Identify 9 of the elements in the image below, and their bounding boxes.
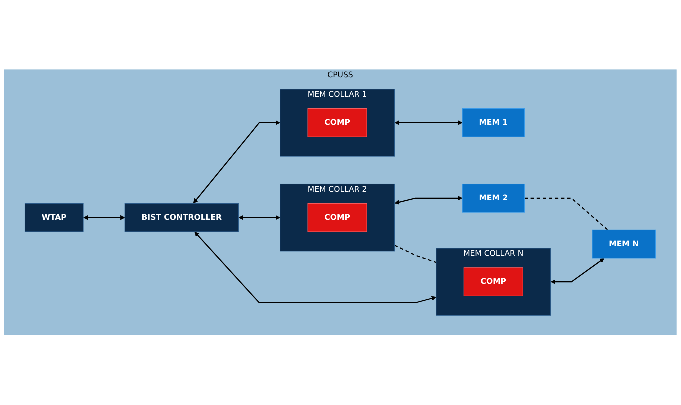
arrow bbox=[394, 120, 463, 126]
arrow bbox=[550, 258, 605, 284]
arrow bbox=[394, 196, 463, 205]
arrow bbox=[194, 232, 437, 304]
arrow bbox=[84, 215, 126, 220]
connector bbox=[524, 198, 608, 231]
arrow bbox=[238, 215, 280, 220]
connector bbox=[394, 245, 437, 264]
arrow bbox=[193, 120, 280, 204]
